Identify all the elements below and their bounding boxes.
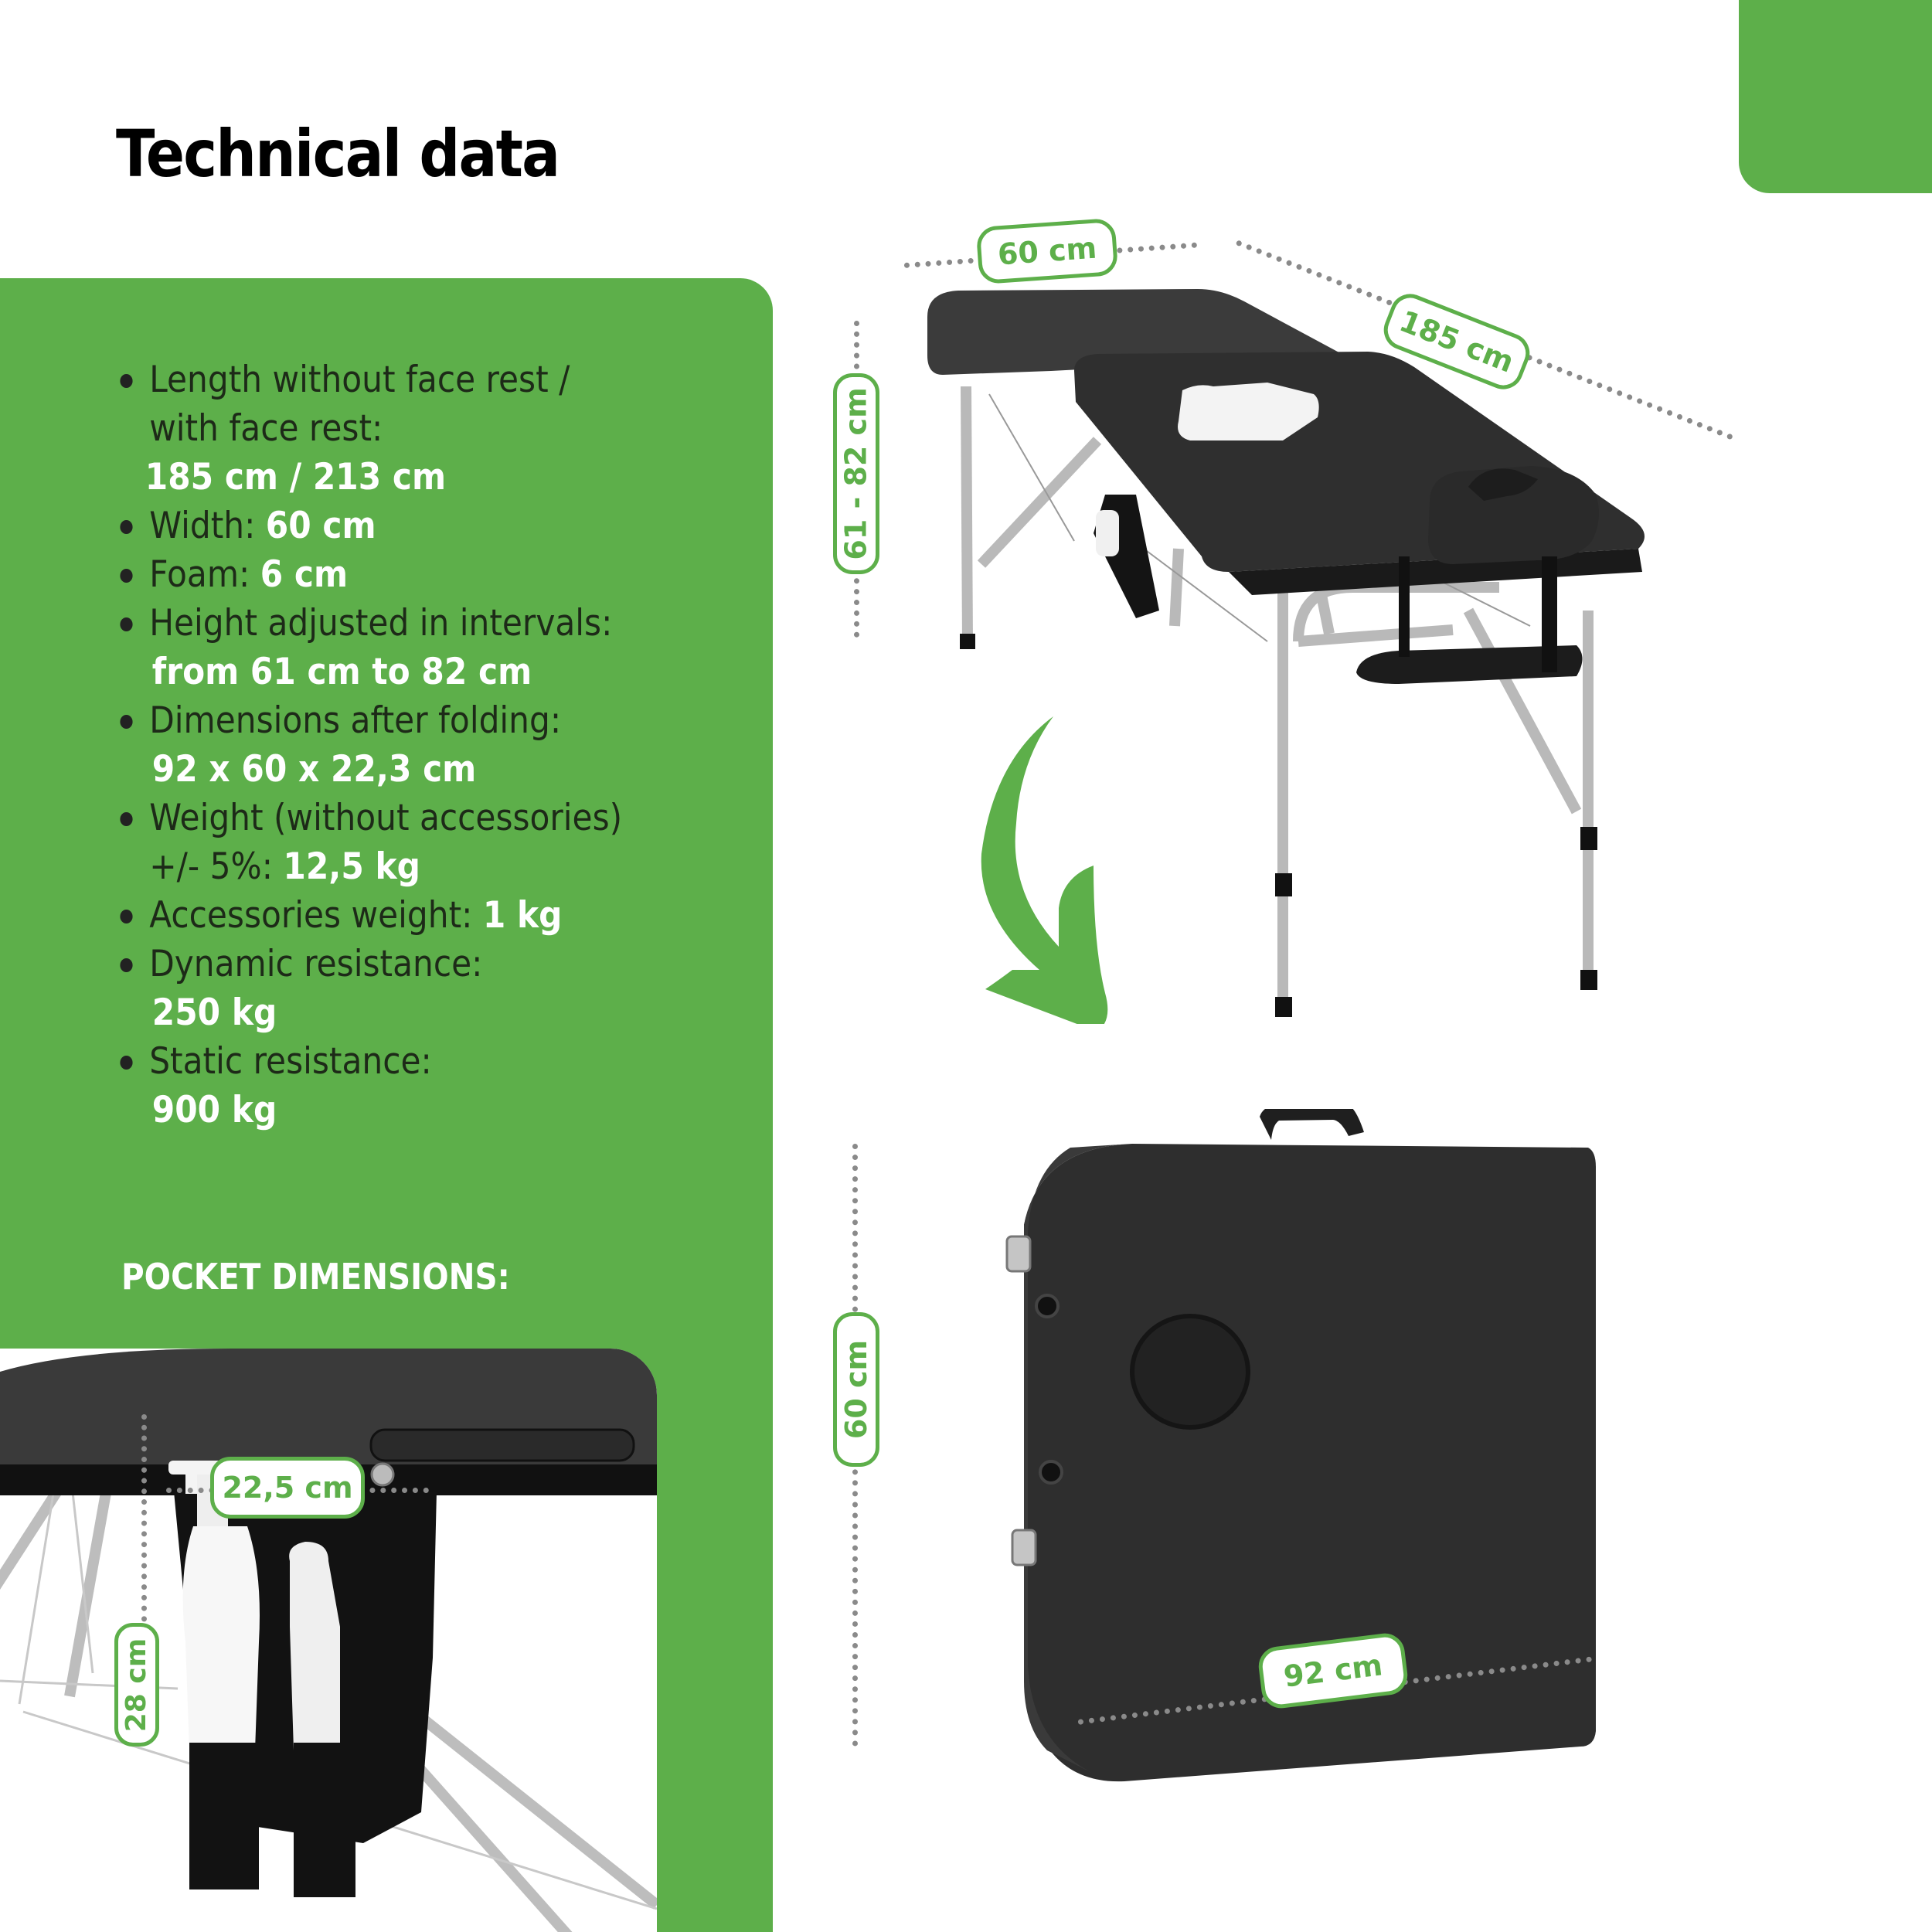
table-height-label-box: 61 - 82 cm [833, 373, 879, 574]
spec-item-static-resistance: Static resistance: 900 kg [116, 1037, 693, 1134]
spec-item-length: Length without face rest / with face res… [116, 355, 693, 502]
folded-case-illustration [1005, 1105, 1596, 1782]
pocket-illustration [0, 1349, 657, 1932]
pocket-width-label: 22,5 cm [210, 1457, 365, 1519]
spec-item-height: Height adjusted in intervals: from 61 cm… [116, 599, 693, 696]
table-unfolded-image: 60 cm 185 cm [896, 209, 1747, 1059]
corner-accent [1739, 0, 1932, 193]
table-width-label: 60 cm [975, 217, 1119, 285]
page-title: Technical data [116, 116, 560, 192]
spec-list: Length without face rest / with face res… [116, 355, 757, 1134]
pocket-height-arrow [141, 1414, 147, 1739]
spec-item-dynamic-resistance: Dynamic resistance: 250 kg [116, 940, 693, 1037]
curved-arrow-down-right-icon [981, 716, 1108, 1024]
pocket-photo: 22,5 cm 28 cm [0, 1349, 657, 1932]
spec-item-accessories-weight: Accessories weight: 1 kg [116, 891, 693, 940]
folded-case-image [954, 1105, 1607, 1797]
spec-item-width: Width: 60 cm [116, 502, 693, 550]
folded-height-label-box: 60 cm [833, 1312, 879, 1467]
spec-item-weight: Weight (without accessories) +/- 5%: 12,… [116, 794, 693, 891]
pocket-height-label-box: 28 cm [114, 1623, 159, 1747]
pocket-dimensions-heading: POCKET DIMENSIONS: [121, 1256, 510, 1298]
spec-item-folded-dimensions: Dimensions after folding: 92 x 60 x 22,3… [116, 696, 693, 794]
massage-table-illustration [927, 289, 1645, 1017]
spec-item-foam: Foam: 6 cm [116, 550, 693, 599]
